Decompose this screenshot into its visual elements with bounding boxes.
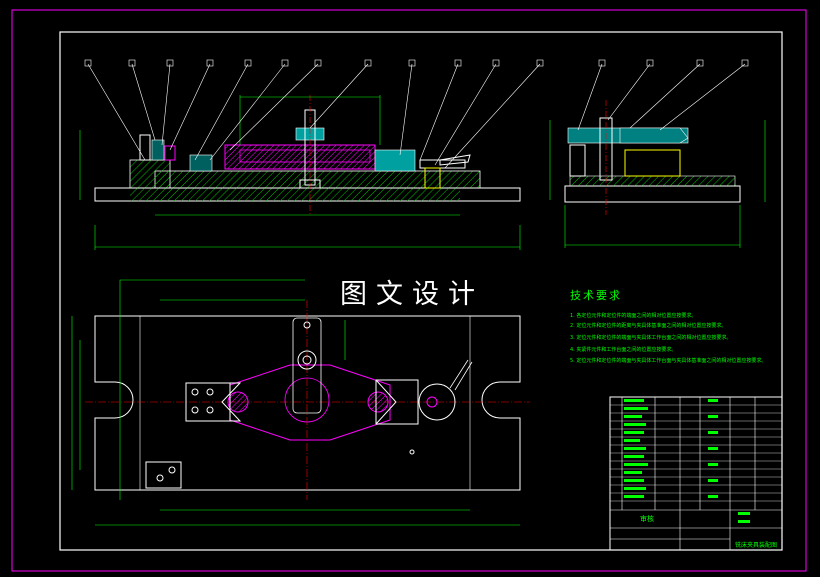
requirement-item: 1. 各定位元件和定位件的端面之间的相对位置应按要求。 xyxy=(570,313,697,319)
watermark-text: 图文设计 xyxy=(340,279,484,310)
parts-list-rows xyxy=(610,404,782,502)
parts-list-entries xyxy=(624,399,750,523)
drawing-border xyxy=(59,31,783,551)
outer-sheet-frame xyxy=(11,9,807,572)
parts-list-table xyxy=(609,396,783,551)
requirement-item: 3. 定位元件和定位件的端面与夹具体工作台面之间的相对位置应按要求。 xyxy=(570,335,732,341)
requirement-item: 2. 定位元件和定位件的距离与夹具体基准面之间的相对位置应按要求。 xyxy=(570,323,727,329)
title-block-drawing-title: 铣床夹具装配图 xyxy=(735,542,778,549)
side-view xyxy=(549,59,766,248)
requirement-item: 5. 定位元件和定位件的端面与夹具体工作台面与夹具体基准面之间的相对位置应按要求… xyxy=(570,358,767,364)
front-view xyxy=(79,59,544,250)
technical-requirements-title: 技术要求 xyxy=(570,289,622,302)
plan-view xyxy=(71,279,530,526)
requirement-item: 4. 夹紧件元件和工作台面之间的位置应按要求。 xyxy=(570,347,677,353)
title-block-reviewer-label: 审核 xyxy=(640,515,654,523)
